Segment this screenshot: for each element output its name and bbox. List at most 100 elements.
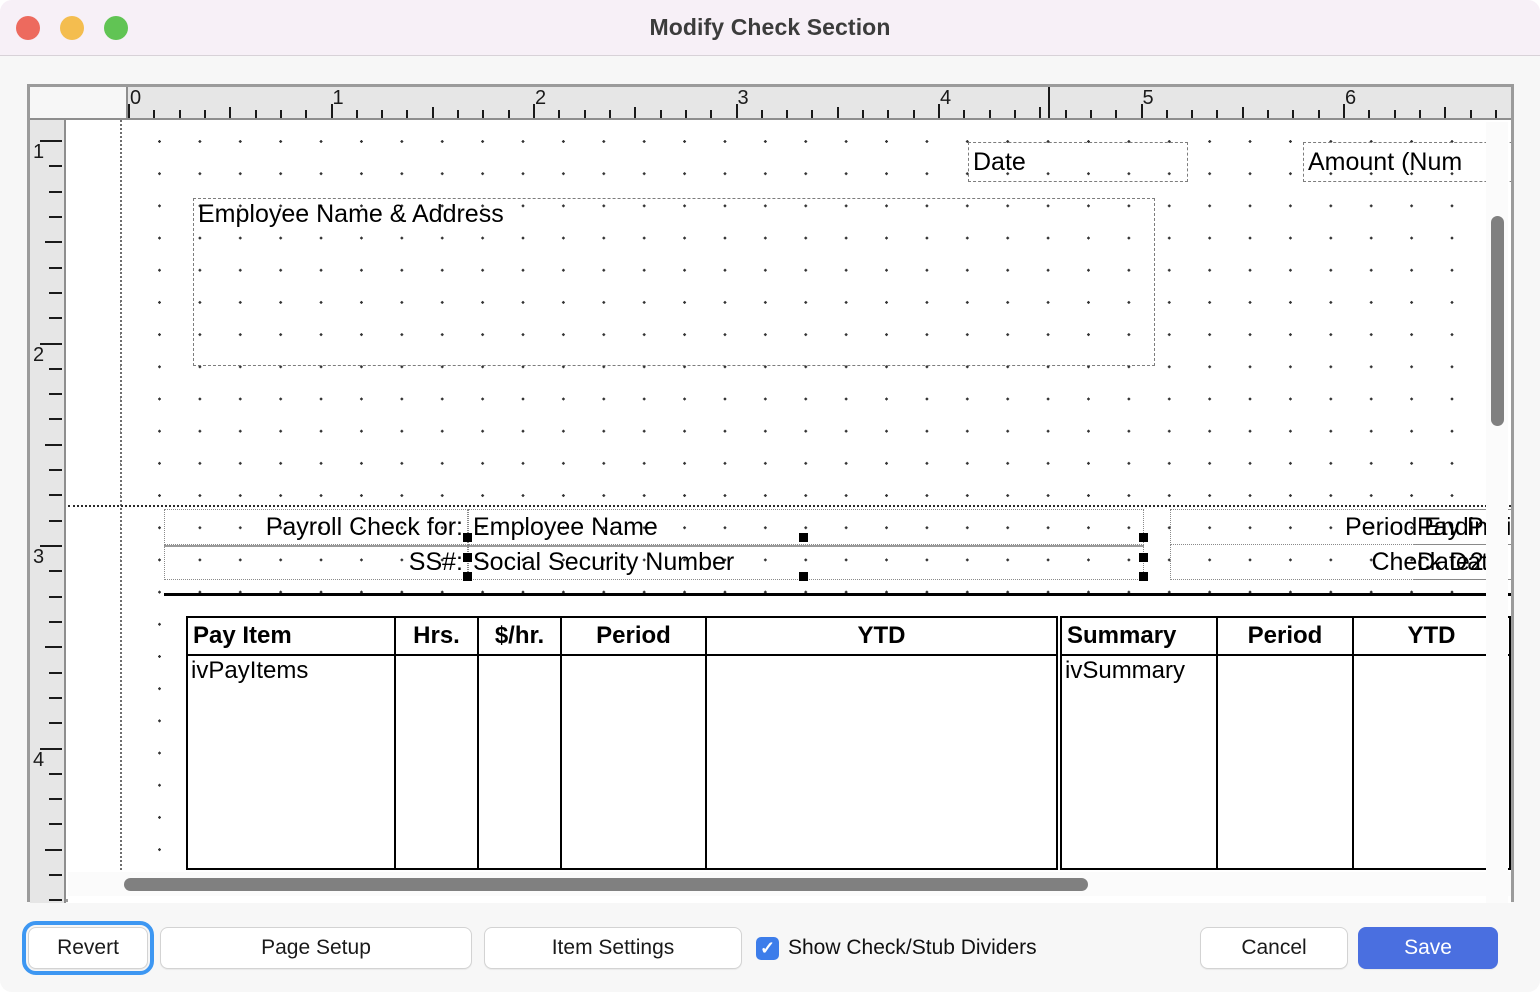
cell-summary[interactable]: ivSummary <box>1062 656 1218 868</box>
selection-handle[interactable] <box>1139 572 1148 581</box>
check-stub-divider <box>68 505 1511 507</box>
field-employee-name-address[interactable]: Employee Name & Address <box>193 198 1155 366</box>
horizontal-scrollbar[interactable] <box>68 872 1511 896</box>
ruler-tick-h <box>1165 110 1168 118</box>
ruler-tick-v <box>45 241 62 244</box>
ruler-tick-v <box>49 165 62 168</box>
revert-button[interactable]: Revert <box>22 921 154 975</box>
ruler-tick-v <box>40 140 62 142</box>
cell-ytd[interactable] <box>707 656 1056 868</box>
ruler-tick-h <box>533 104 535 118</box>
selection-handle[interactable] <box>1139 533 1148 542</box>
vertical-scrollbar[interactable] <box>1486 122 1508 903</box>
cell-pay-item[interactable]: ivPayItems <box>188 656 396 868</box>
header-rate: $/hr. <box>479 618 562 654</box>
ruler-tick-h <box>811 110 814 118</box>
header-ytd: YTD <box>1407 622 1456 649</box>
horizontal-scrollbar-thumb[interactable] <box>124 878 1088 891</box>
ruler-tick-h <box>203 110 206 118</box>
ruler-tick-h <box>1191 110 1194 118</box>
selection-handle[interactable] <box>1139 553 1148 562</box>
ruler-tick-h <box>558 110 561 118</box>
ruler-tick-h <box>1089 110 1092 118</box>
field-check-date-value[interactable]: Date2 <box>1413 544 1511 580</box>
ruler-label-v-2: 2 <box>33 343 45 366</box>
ruler-label-v-4: 4 <box>33 748 45 771</box>
cancel-button[interactable]: Cancel <box>1200 927 1348 969</box>
save-button[interactable]: Save <box>1358 927 1498 969</box>
selection-handle[interactable] <box>463 553 472 562</box>
ruler-tick-h <box>406 110 409 118</box>
cell-rate[interactable] <box>479 656 562 868</box>
minimize-button[interactable] <box>60 16 84 40</box>
ruler-tick-h <box>887 110 890 118</box>
dialog-button-bar: Revert Page Setup Item Settings ✓ Show C… <box>0 904 1540 992</box>
table-row[interactable]: ivSummary <box>1062 656 1509 868</box>
ruler-tick-h <box>229 107 232 118</box>
left-margin-guide <box>120 120 122 870</box>
stub-section-rule <box>164 593 1511 596</box>
ruler-tick-h <box>178 110 181 118</box>
header-pay-item: Pay Item <box>188 618 396 654</box>
ruler-tick-h <box>963 110 966 118</box>
checkmark-icon: ✓ <box>756 936 779 960</box>
window-controls <box>16 16 128 40</box>
ruler-tick-h <box>1267 110 1270 118</box>
ruler-tick-h <box>305 110 308 118</box>
ruler-tick-v <box>49 823 62 826</box>
ruler-tick-v <box>49 899 62 902</box>
ruler-tick-v <box>49 393 62 396</box>
ruler-tick-h <box>862 110 865 118</box>
ruler-tick-h <box>128 104 130 118</box>
ruler-tick-h <box>988 110 991 118</box>
summary-table[interactable]: Summary Period YTD ivSummary <box>1060 616 1511 870</box>
ruler-tick-h <box>1039 107 1042 118</box>
field-payroll-check-for-value[interactable]: Employee Name <box>468 509 1144 545</box>
show-check-stub-dividers-checkbox[interactable]: ✓ Show Check/Stub Dividers <box>756 936 1037 960</box>
page-setup-button[interactable]: Page Setup <box>160 927 472 969</box>
window-title: Modify Check Section <box>649 14 891 40</box>
ruler-tick-h <box>836 107 839 118</box>
label-ssn[interactable]: SS#: <box>164 544 468 580</box>
ruler-tick-v <box>49 696 62 699</box>
ruler-tick-h <box>1216 110 1219 118</box>
ruler-tick-v <box>49 469 62 472</box>
ruler-tick-h <box>1115 110 1118 118</box>
ruler-tick-h <box>153 110 156 118</box>
field-date[interactable]: Date <box>968 142 1188 182</box>
ruler-tick-v <box>49 595 62 598</box>
ruler-tick-h <box>1013 110 1016 118</box>
cell-period[interactable] <box>1218 656 1354 868</box>
ruler-tick-h <box>684 110 687 118</box>
ruler-tick-h <box>1241 107 1244 118</box>
ruler-tick-v <box>49 190 62 193</box>
ruler-tick-h <box>710 110 713 118</box>
ruler-tick-h <box>1292 110 1295 118</box>
vertical-scrollbar-thumb[interactable] <box>1491 216 1504 426</box>
field-amount-numeric[interactable]: Amount (Num <box>1303 142 1511 182</box>
selection-handle[interactable] <box>463 572 472 581</box>
cell-period[interactable] <box>562 656 707 868</box>
check-page: Date Amount (Num Employee Name & Address… <box>68 120 1511 870</box>
pay-items-table[interactable]: Pay Item Hrs. $/hr. Period YTD ivPayItem… <box>186 616 1058 870</box>
cell-hrs[interactable] <box>396 656 479 868</box>
zoom-button[interactable] <box>104 16 128 40</box>
design-canvas[interactable]: Date Amount (Num Employee Name & Address… <box>68 120 1511 903</box>
selection-handle[interactable] <box>799 572 808 581</box>
ruler-tick-v <box>45 646 62 649</box>
ruler-tick-h <box>431 107 434 118</box>
table-row[interactable]: ivPayItems <box>188 656 1056 868</box>
selection-handle[interactable] <box>463 533 472 542</box>
close-button[interactable] <box>16 16 40 40</box>
selection-handle[interactable] <box>799 533 808 542</box>
table-header-row: Pay Item Hrs. $/hr. Period YTD <box>188 618 1056 656</box>
label-payroll-check-for[interactable]: Payroll Check for: <box>164 509 468 545</box>
ruler-tick-h <box>1343 104 1345 118</box>
ruler-tick-h <box>279 110 282 118</box>
header-ytd: YTD <box>857 622 906 649</box>
item-settings-button[interactable]: Item Settings <box>484 927 742 969</box>
ruler-tick-v <box>49 874 62 877</box>
ruler-tick-v <box>49 798 62 801</box>
